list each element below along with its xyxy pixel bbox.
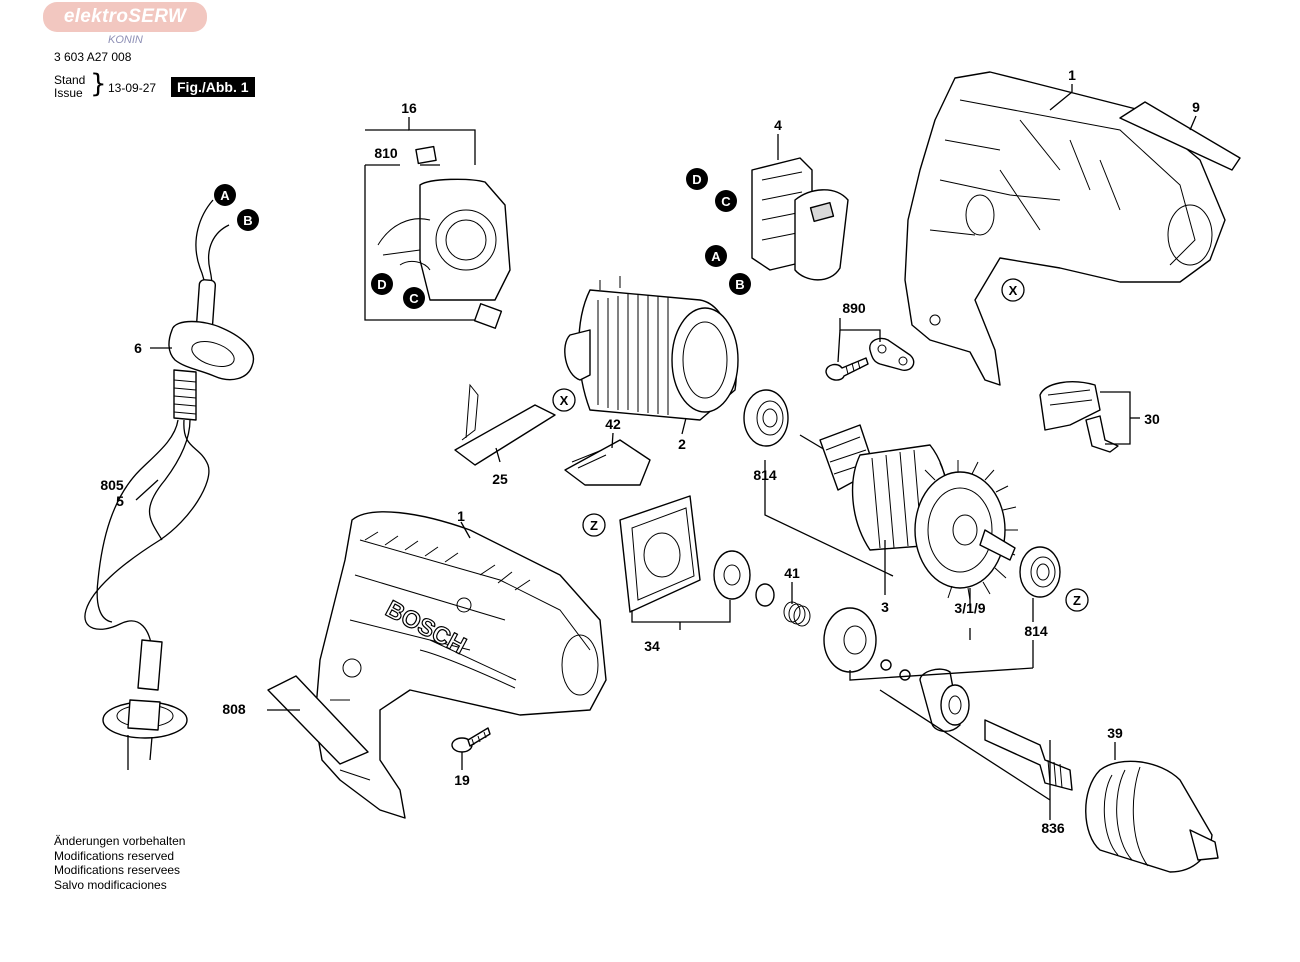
modifications-line-en: Modifications reserved	[54, 848, 175, 863]
part-label-3: 3	[881, 599, 889, 615]
svg-text:C: C	[721, 194, 731, 209]
connector-b-cord: B	[237, 209, 259, 231]
part-label-1-housing-main: 1	[457, 508, 465, 524]
svg-text:D: D	[377, 277, 386, 292]
nameplate-drawing	[1119, 101, 1241, 171]
drill-chuck-drawing	[1085, 760, 1219, 873]
part-label-39: 39	[1107, 725, 1123, 741]
air-guide-drawing	[454, 404, 556, 466]
pinion-sleeve-drawing	[919, 668, 970, 732]
part-label-890: 890	[842, 300, 866, 316]
connector-c-switch: C	[715, 190, 737, 212]
power-cord-drawing	[84, 199, 255, 770]
ball-bearing-lower-drawing	[1019, 546, 1061, 598]
part-label-805: 805	[100, 477, 124, 493]
svg-text:Z: Z	[1073, 593, 1081, 608]
brush-holder-drawing	[364, 145, 511, 329]
armature-drawing	[799, 424, 1018, 601]
part-labels: 1 9 4 16 810 6 805 5 890 30 25 42 2 814 …	[100, 67, 1200, 836]
part-label-9: 9	[1192, 99, 1200, 115]
issue-date: 13-09-27	[108, 81, 157, 95]
stator-drawing	[564, 276, 739, 421]
brace-glyph: }	[90, 69, 107, 99]
svg-text:B: B	[735, 277, 744, 292]
bearing-plate-drawing	[619, 495, 775, 613]
spring-clip-drawing	[564, 439, 651, 486]
svg-text:Z: Z	[590, 518, 598, 533]
part-label-41: 41	[784, 565, 800, 581]
svg-text:X: X	[560, 393, 569, 408]
connector-a-cord: A	[214, 184, 236, 206]
gear-drawing	[823, 607, 911, 681]
connector-z-bearing: Z	[1065, 588, 1089, 612]
part-label-19: 19	[454, 772, 470, 788]
svg-text:A: A	[220, 188, 230, 203]
part-label-810: 810	[374, 145, 398, 161]
modifications-line-de: Änderungen vorbehalten	[54, 834, 186, 848]
figure-label: Fig./Abb. 1	[171, 77, 255, 97]
part-label-4: 4	[774, 117, 782, 133]
drill-spindle-drawing	[984, 719, 1073, 791]
watermark-logo: elektroSERW	[43, 2, 207, 32]
part-label-3-1-9: 3/1/9	[954, 600, 985, 616]
part-label-6: 6	[134, 340, 142, 356]
switch-drawing	[751, 157, 849, 281]
svg-text:B: B	[243, 213, 252, 228]
connector-x-airguide: X	[552, 388, 576, 412]
stand-label: Stand	[54, 73, 86, 87]
part-label-34: 34	[644, 638, 660, 654]
connector-d-brush: D	[371, 273, 393, 295]
decal-drawing	[267, 675, 369, 765]
ball-bearing-upper-drawing	[743, 389, 789, 447]
part-label-25: 25	[492, 471, 508, 487]
part-label-5: 5	[116, 493, 124, 509]
stand-issue-label: Stand Issue	[54, 74, 85, 100]
connector-a-switch: A	[705, 245, 727, 267]
part-label-2: 2	[678, 436, 686, 452]
housing-half-right-drawing	[904, 71, 1226, 386]
connector-b-switch: B	[729, 273, 751, 295]
watermark-subtitle: KONIN	[108, 34, 143, 46]
svg-text:X: X	[1009, 283, 1018, 298]
issue-label: Issue	[54, 86, 83, 100]
leader-lines	[135, 84, 1197, 820]
cable-clamp-drawing	[825, 337, 915, 381]
connector-c-brush: C	[403, 287, 425, 309]
part-label-16: 16	[401, 100, 417, 116]
svg-text:D: D	[692, 172, 701, 187]
part-label-42: 42	[605, 416, 621, 432]
part-label-808: 808	[222, 701, 246, 717]
terminal-drawing	[1039, 381, 1119, 453]
modifications-line-es: Salvo modificaciones	[54, 877, 167, 892]
modifications-note: Änderungen vorbehalten Modifications res…	[54, 834, 185, 892]
part-label-836: 836	[1041, 820, 1065, 836]
spring-drawing	[783, 601, 811, 627]
modifications-line-fr: Modifications reservees	[54, 863, 181, 878]
connector-d-switch: D	[686, 168, 708, 190]
part-label-814-upper: 814	[753, 467, 777, 483]
svg-text:C: C	[409, 291, 419, 306]
svg-text:A: A	[711, 249, 721, 264]
part-label-1-housing-right: 1	[1068, 67, 1076, 83]
connector-markers: A B D C D C A B	[214, 168, 1089, 612]
part-label-30: 30	[1144, 411, 1160, 427]
part-label-814-lower: 814	[1024, 623, 1048, 639]
connector-z-plate: Z	[582, 513, 606, 537]
document-number: 3 603 A27 008	[54, 50, 132, 64]
connector-x-housing: X	[1001, 278, 1025, 302]
screw-drawing	[451, 727, 491, 753]
